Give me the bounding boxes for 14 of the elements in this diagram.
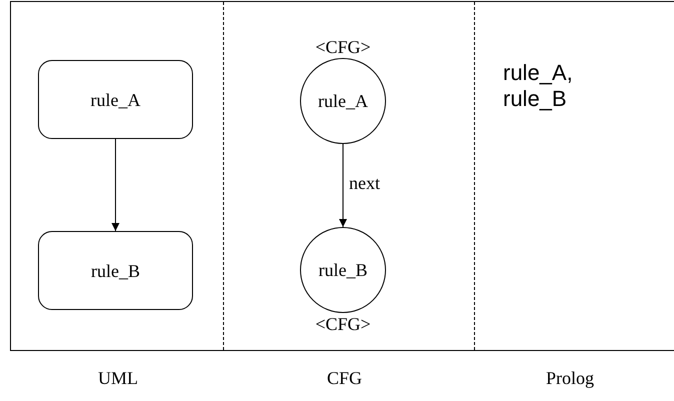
node-label: rule_A bbox=[90, 88, 140, 110]
column-label: Prolog bbox=[546, 368, 594, 390]
rounded-box bbox=[38, 231, 193, 310]
node-label: rule_B bbox=[91, 260, 140, 282]
node-heading: <CFG> bbox=[315, 36, 371, 58]
arrow bbox=[112, 138, 120, 232]
node-label: rule_A bbox=[318, 90, 368, 112]
node-label: rule_B bbox=[318, 259, 368, 281]
node-heading: <CFG> bbox=[315, 313, 371, 335]
arrow bbox=[339, 144, 347, 228]
rounded-box bbox=[38, 60, 193, 139]
column-label: UML bbox=[98, 368, 138, 390]
code-text: rule_A, rule_B bbox=[503, 60, 574, 113]
column-label: CFG bbox=[327, 368, 362, 390]
